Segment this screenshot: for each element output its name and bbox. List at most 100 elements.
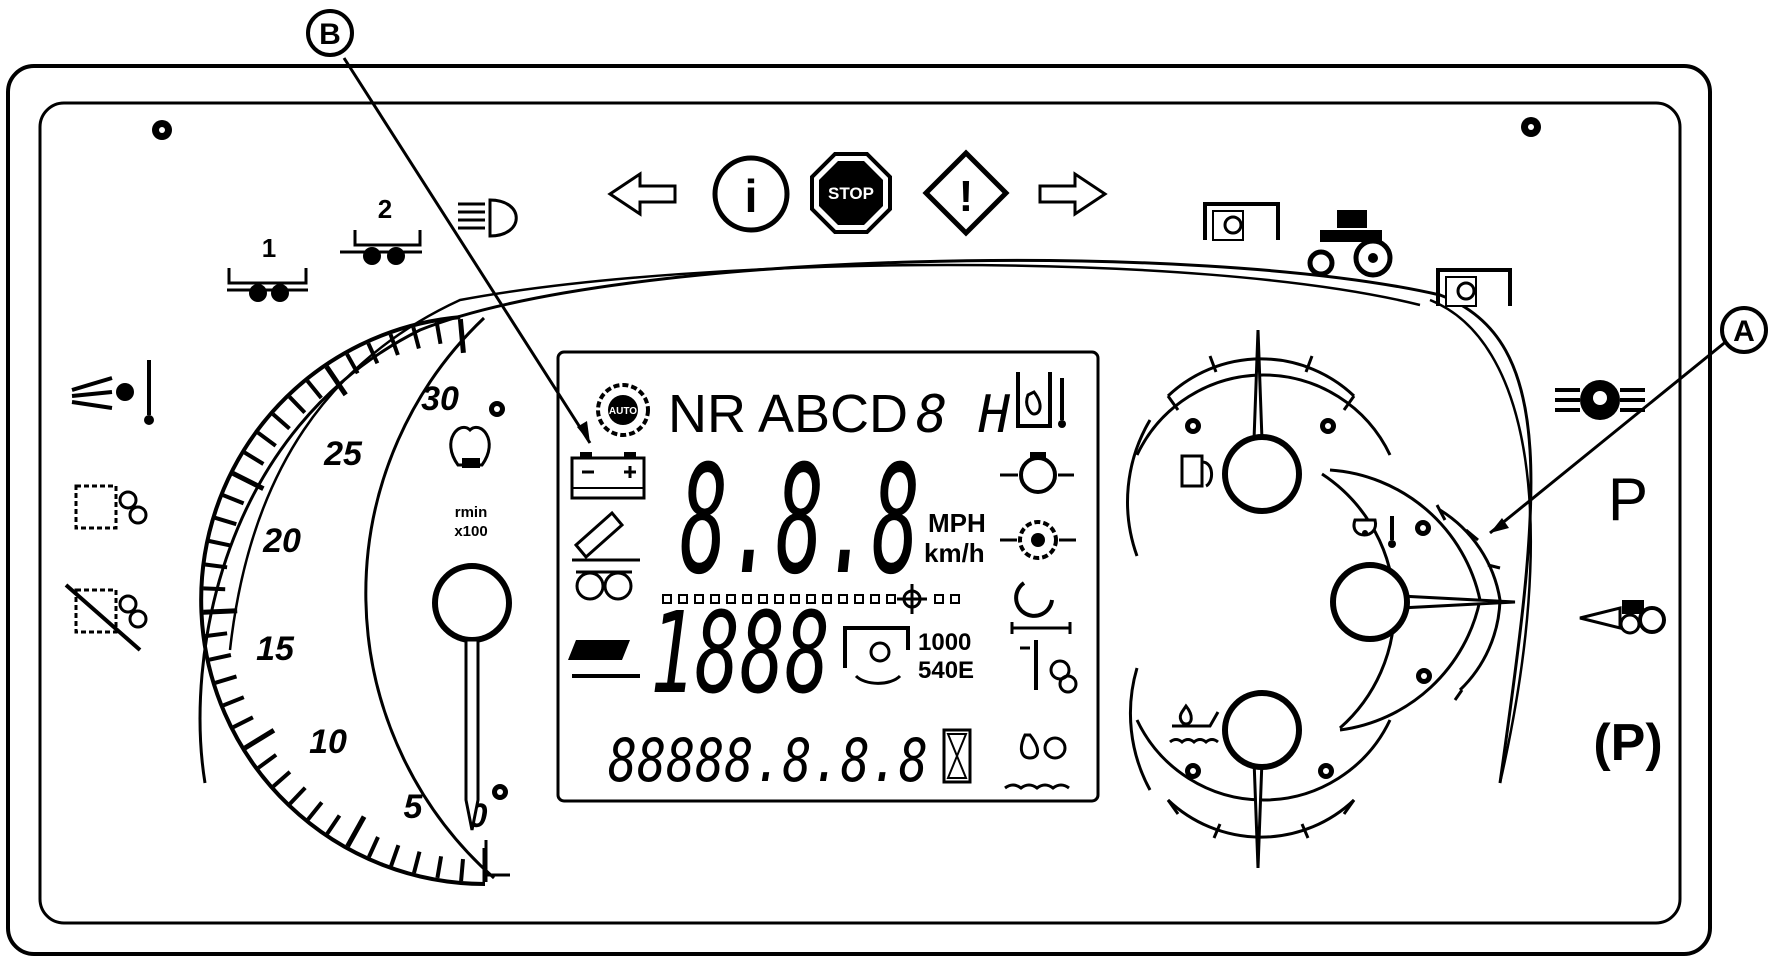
inner-bezel	[38, 101, 1682, 925]
fuel-gauge	[1135, 329, 1392, 514]
tach-tick	[257, 753, 278, 770]
tach-hub	[432, 563, 512, 643]
engine-oil-pressure-icon	[1000, 452, 1074, 494]
dotted-bar-segment	[662, 594, 672, 604]
dotted-bar-segment	[854, 594, 864, 604]
tach-tick	[288, 786, 307, 806]
tach-tick	[203, 586, 226, 592]
tach-tick	[243, 728, 276, 751]
tach-tick	[214, 674, 238, 685]
turn-left-arrow-icon	[607, 171, 677, 217]
temp-dot-upper	[1415, 520, 1431, 536]
fuel-gauge-hub	[1222, 434, 1302, 514]
dotted-bar-segment	[838, 594, 848, 604]
tach-tick	[222, 493, 245, 506]
tractor-icon	[1307, 210, 1393, 278]
tach-dot-lower	[492, 784, 508, 800]
service-manual-icon	[568, 640, 640, 678]
tach-tick	[232, 715, 254, 729]
tach-tick	[435, 855, 444, 879]
screw-top-left	[152, 120, 172, 140]
tach-tick	[208, 653, 232, 662]
tach-needle	[464, 638, 480, 831]
gear-range-text: NR ABCD	[668, 384, 908, 444]
dotted-bar-segment	[950, 594, 960, 604]
tach-tick	[388, 333, 400, 356]
target-marker-icon	[897, 584, 927, 614]
callout-a: A	[1489, 306, 1768, 535]
callout-a-label: A	[1733, 315, 1755, 348]
tach-tick	[306, 801, 324, 821]
dotted-bar-segment	[806, 594, 816, 604]
trailer-2-number: 2	[378, 194, 392, 224]
park-brake-indicator: (P)	[1593, 714, 1662, 772]
dotted-bar-segment	[726, 594, 736, 604]
tach-tick	[243, 450, 265, 466]
tach-tick	[366, 342, 380, 365]
tach-label-10: 10	[309, 723, 347, 761]
lcd-frame	[556, 350, 1100, 803]
tach-label-20: 20	[262, 522, 301, 560]
dotted-bar-segment	[790, 594, 800, 604]
fuel-water-separator-icon	[1004, 733, 1070, 790]
callout-b-label: B	[319, 18, 341, 51]
pto-engaged-icon	[1010, 581, 1072, 634]
tach-tick	[434, 321, 443, 345]
tach-scale-arc	[199, 315, 486, 886]
tach-tick	[203, 608, 238, 615]
tach-multiplier-label: x100	[454, 523, 487, 540]
tach-tick	[231, 471, 265, 491]
tach-tick	[345, 815, 367, 848]
tach-tick	[325, 814, 342, 835]
lower-gauge-left-arc	[1128, 667, 1152, 791]
tach-tick	[324, 365, 348, 397]
rear-pto-icon	[1203, 202, 1280, 241]
tach-tick	[288, 395, 307, 414]
air-filter-warning-icon	[1020, 640, 1078, 694]
pto-speed-1000: 1000	[918, 629, 971, 656]
dotted-bar-segment	[710, 594, 720, 604]
four-wheel-drive-icon	[1555, 380, 1645, 420]
info-glyph: i	[745, 170, 758, 222]
pto-speed-540e: 540E	[918, 657, 974, 684]
trailer-1-number: 1	[262, 233, 276, 263]
tach-tick	[271, 412, 291, 431]
dotted-bar-segment	[774, 594, 784, 604]
tach-base-bracket	[484, 840, 510, 877]
auto-label: AUTO	[609, 406, 637, 417]
tach-label-25: 25	[323, 435, 363, 473]
warning-glyph: !	[959, 172, 974, 221]
screw-top-right	[1521, 117, 1541, 137]
tach-tick	[256, 431, 277, 448]
tach-tick	[305, 379, 323, 400]
tach-tick	[204, 562, 228, 570]
cowl-arc-inner	[228, 263, 1421, 651]
fuel-gauge-needle	[1252, 329, 1264, 442]
tach-tick	[345, 353, 360, 375]
tach-label-15: 15	[256, 630, 295, 668]
engine-icon	[449, 426, 491, 468]
fuel-dot-left	[1185, 418, 1201, 434]
dotted-bar-segment	[742, 594, 752, 604]
dotted-bar-segment	[758, 594, 768, 604]
def-dot-left	[1185, 763, 1201, 779]
odometer-display: 88888.8.8.8	[608, 726, 928, 796]
fuel-dot-right	[1320, 418, 1336, 434]
tach-tick	[411, 326, 421, 350]
tach-tick	[389, 844, 401, 867]
heater-fan-off-icon	[64, 583, 148, 652]
stop-label: STOP	[828, 184, 874, 203]
tach-tick	[457, 318, 466, 354]
def-gauge-hub	[1222, 690, 1302, 770]
tach-dot-upper	[489, 401, 505, 417]
rpm-display: 1888	[650, 589, 830, 719]
speed-unit-kmh: km/h	[924, 538, 985, 568]
tach-unit-label: rmin	[455, 504, 488, 521]
def-dot-right	[1318, 763, 1334, 779]
tach-tick	[459, 858, 465, 882]
fuel-gauge-arc	[1135, 373, 1392, 456]
lcd-display: AUTO NR ABCD 8 H 8.8.8 MPH km/h	[556, 350, 1100, 803]
wheel-slip-icon	[575, 570, 633, 601]
tach-tick	[367, 836, 380, 858]
